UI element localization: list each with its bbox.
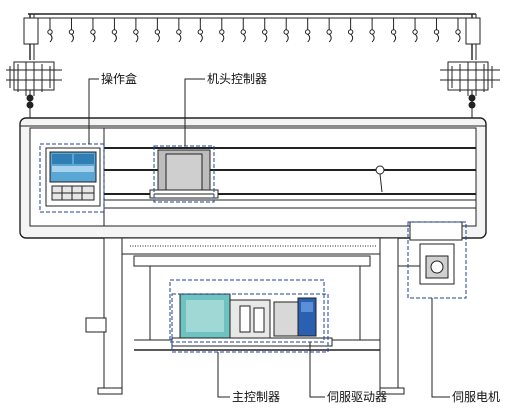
yarn-tensioner: [390, 18, 397, 43]
machine-body: [19, 117, 487, 239]
yarn-tensioner-row: [47, 18, 461, 43]
yarn-tensioner: [219, 18, 225, 43]
yarn-tensioner: [412, 18, 418, 43]
label-servo-drive: 伺服驱动器: [327, 390, 388, 404]
yarn-tensioner: [68, 18, 75, 43]
yarn-tensioner: [455, 18, 461, 43]
highlight-head-controller: [153, 145, 215, 203]
yarn-tensioner: [369, 18, 375, 43]
label-head-controller: 机头控制器: [207, 72, 268, 86]
side-feeder-right: [440, 61, 500, 120]
highlight-servo-motor: [407, 221, 467, 299]
lower-frame: [85, 237, 405, 395]
highlight-boxes: [39, 143, 467, 353]
yarn-tensioner: [133, 18, 139, 43]
yarn-tensioner: [304, 18, 311, 43]
yarn-tensioner: [283, 18, 289, 43]
yarn-tensioner: [176, 18, 182, 43]
label-operation-box: 操作盒: [101, 72, 138, 86]
yarn-tensioner: [154, 18, 161, 43]
yarn-tensioner: [90, 18, 96, 43]
highlight-operation-box: [39, 143, 105, 213]
highlight-main-controller: [171, 293, 329, 353]
yarn-tensioner: [240, 18, 246, 43]
side-feeder-left: [6, 61, 62, 120]
label-servo-motor: 伺服电机: [452, 390, 501, 404]
yarn-rack: [23, 13, 481, 60]
yarn-tensioner: [47, 18, 53, 43]
operation-panel: [45, 147, 101, 207]
yarn-tensioner: [347, 18, 354, 43]
servo-drive-unit: [273, 297, 317, 337]
leader-lines: [88, 78, 450, 398]
yarn-tensioner: [111, 18, 118, 43]
label-main-controller: 主控制器: [232, 390, 281, 404]
yarn-tensioner: [262, 18, 268, 43]
yarn-tensioner: [433, 18, 440, 43]
servo-motor-unit: [398, 221, 463, 285]
yarn-tensioner: [326, 18, 332, 43]
yarn-tensioner: [197, 18, 204, 43]
carriage-head: [149, 149, 219, 199]
